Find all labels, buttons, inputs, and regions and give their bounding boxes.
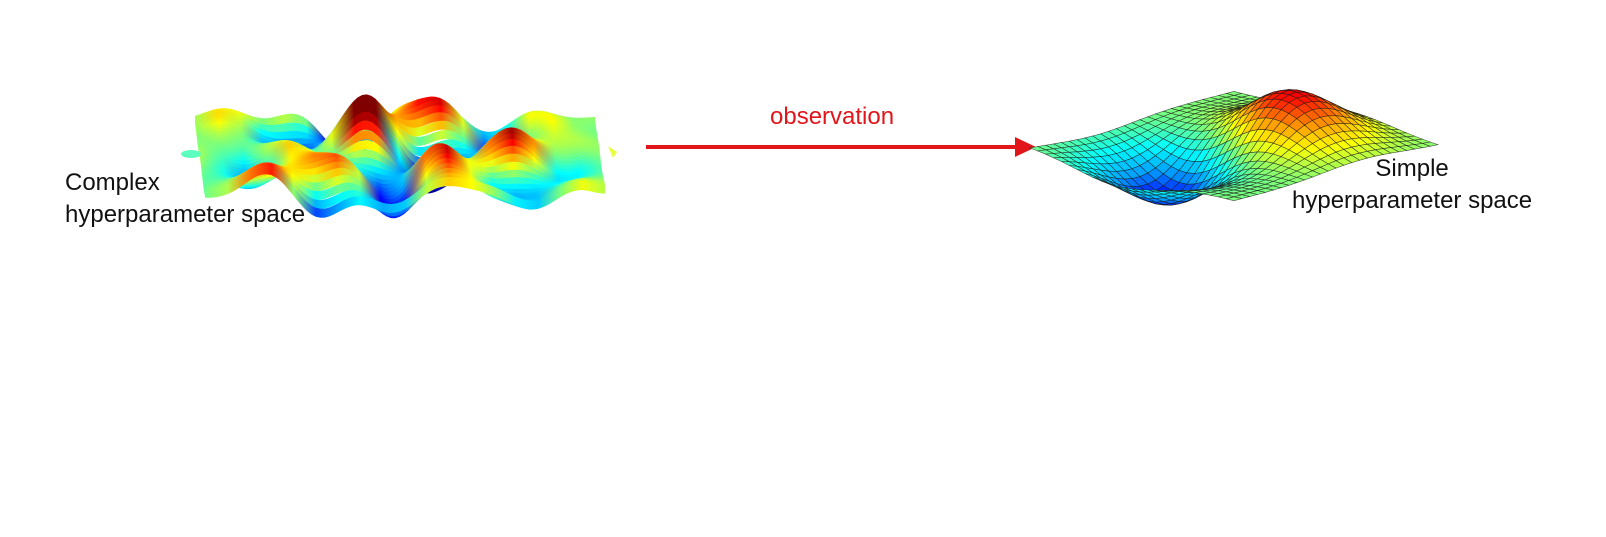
complex-label-line2: hyperparameter space [65,201,306,228]
mesh-cell [1226,196,1242,202]
simple-space-label: Simple hyperparameter space [1292,153,1532,217]
right-arrow-icon [646,137,1036,157]
simple-label-line2: hyperparameter space [1292,187,1533,214]
rugged-surface-strip [195,99,595,162]
surface-fragment [608,146,617,158]
rugged-surface-strip [205,165,605,218]
surface-fragment [181,150,201,158]
complex-space-label: Complex hyperparameter space [65,167,305,231]
rugged-surface-strip [199,128,600,192]
simple-label-line1: Simple [1375,155,1449,182]
rugged-surface-icon [181,94,617,219]
smooth-surface-icon [1028,89,1440,206]
rugged-surface-strip [196,105,597,164]
rugged-surface-strip [202,143,603,205]
rugged-surface-strip [203,148,604,212]
rugged-surface-strip [196,105,597,161]
rugged-surface-strip [202,143,603,201]
observation-label: observation [770,103,895,130]
rugged-surface-strip [197,94,598,166]
complex-label-line1: Complex [65,169,160,196]
rugged-surface-strip [195,97,596,153]
rugged-surface-strip [201,139,602,189]
